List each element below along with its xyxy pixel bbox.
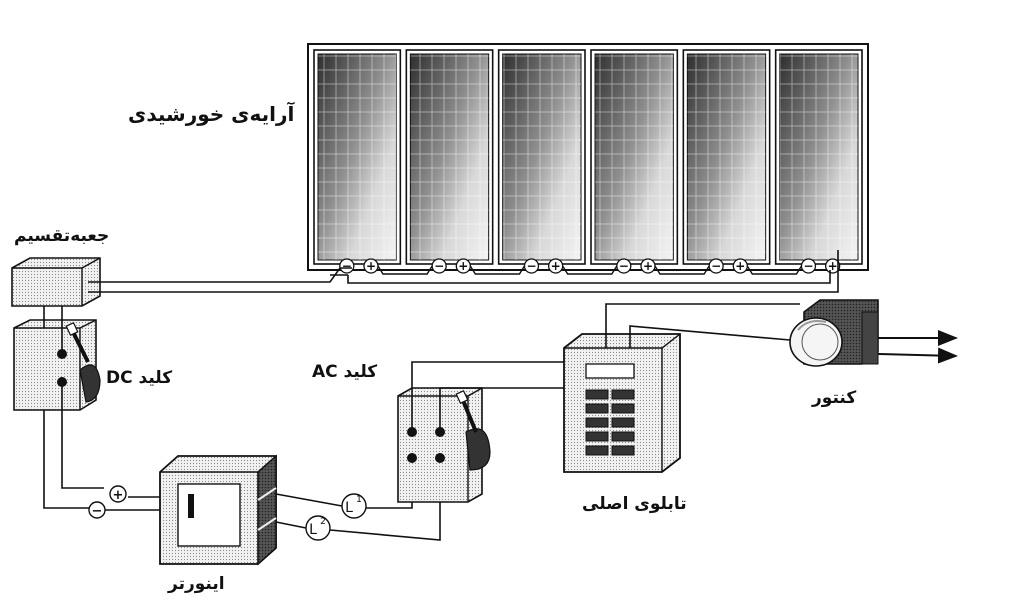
l2-terminal: L 2 [305, 515, 331, 541]
solar-panel [405, 49, 494, 265]
breaker [585, 445, 609, 456]
solar-array: −+−+−+−+−+−+ [307, 43, 869, 284]
ac-to-panel-wire-2 [439, 387, 566, 428]
meter-label: کنتور [812, 388, 857, 408]
junction-box [11, 257, 101, 307]
series-link-wire [562, 265, 618, 275]
breaker [585, 417, 609, 428]
svg-text:+: + [113, 488, 124, 503]
panel-minus-terminal: − [800, 258, 817, 274]
panel-minus-terminal: − [339, 258, 355, 274]
main-panel-label: تابلوی اصلی [582, 494, 687, 514]
dc-terminal-bottom [57, 377, 67, 387]
ac-terminal-4 [435, 453, 445, 463]
array-positive-wire [88, 267, 352, 283]
panel-plus-terminal: + [363, 258, 379, 274]
main-panel [563, 333, 681, 473]
svg-text:+: + [366, 259, 376, 273]
array-frame [307, 43, 869, 271]
svg-text:+: + [828, 259, 838, 273]
solar-panel [497, 49, 586, 265]
panel-plus-terminal: + [824, 258, 841, 274]
ac-to-panel-wire-1 [411, 361, 574, 428]
ac-switch [397, 387, 491, 503]
dc-switch-label: کلید DC [106, 368, 173, 388]
ac-terminal-3 [407, 453, 417, 463]
panel-to-meter-wire-2 [629, 325, 791, 348]
l1-terminal: L 1 [341, 493, 367, 519]
svg-text:L: L [345, 500, 353, 516]
array-negative-wire [88, 250, 839, 293]
panel-plus-terminal: + [732, 258, 748, 274]
breaker [611, 417, 635, 428]
ac-terminal-1 [407, 427, 417, 437]
panel-minus-terminal: − [616, 258, 632, 274]
ac-terminal-2 [435, 427, 445, 437]
series-link-wire [746, 265, 803, 275]
panel-minus-terminal: − [431, 258, 447, 274]
solar-panel [313, 49, 402, 265]
array-bus-wire [330, 270, 831, 284]
svg-text:−: − [434, 259, 444, 273]
svg-text:+: + [458, 259, 468, 273]
panel-plus-terminal: + [640, 258, 656, 274]
solar-panel [682, 49, 771, 265]
dc-terminal-top [57, 349, 67, 359]
series-link-wire [469, 265, 526, 275]
svg-text:−: − [342, 259, 352, 273]
breaker [585, 389, 609, 400]
panel-minus-terminal: − [708, 258, 724, 274]
meter [789, 299, 879, 367]
breaker [611, 389, 635, 400]
breaker [585, 431, 609, 442]
svg-text:+: + [551, 259, 561, 273]
breaker [585, 403, 609, 414]
inverter-indicator [188, 494, 194, 518]
dc-switch-lever [79, 364, 101, 403]
panel-minus-terminal: − [523, 258, 540, 274]
inverter-label: اینورتر [168, 574, 225, 594]
panel-plus-terminal: + [455, 258, 471, 274]
svg-text:−: − [803, 259, 813, 273]
dc-switch-handle [70, 329, 90, 363]
inverter [159, 454, 277, 566]
breaker [611, 445, 635, 456]
inverter-plus-terminal: + [109, 485, 127, 503]
ac-switch-handle [460, 397, 478, 433]
solar-panel [774, 49, 863, 265]
svg-text:−: − [619, 259, 629, 273]
inverter-minus-terminal: − [88, 501, 106, 519]
series-link-wire [654, 265, 710, 275]
inverter-front-panel [177, 483, 241, 547]
meter-dial [789, 317, 843, 367]
dc-positive-to-inverter [61, 386, 104, 489]
svg-text:+: + [643, 259, 653, 273]
ac-switch-lever [465, 428, 491, 471]
grid-output-arrow-2 [877, 347, 958, 364]
svg-text:−: − [92, 504, 103, 519]
dc-negative-to-inverter [43, 410, 90, 509]
panel-plus-terminal: + [547, 258, 564, 274]
svg-text:+: + [735, 259, 745, 273]
breaker [611, 431, 635, 442]
series-link-wire [377, 265, 433, 275]
ac-switch-label: کلید AC [312, 362, 378, 382]
svg-text:−: − [711, 259, 721, 273]
svg-text:2: 2 [320, 517, 326, 527]
solar-array-label: آرایه‌ی خورشیدی [128, 102, 295, 126]
svg-text:L: L [309, 522, 317, 538]
panel-to-meter-wire-1 [605, 303, 800, 348]
solar-panel [590, 49, 679, 265]
breaker [611, 403, 635, 414]
svg-text:1: 1 [356, 495, 362, 505]
dc-switch [13, 319, 101, 411]
panel-display [585, 363, 635, 379]
svg-text:−: − [526, 259, 536, 273]
junction-box-label: جعبه‌تقسیم [14, 226, 110, 246]
